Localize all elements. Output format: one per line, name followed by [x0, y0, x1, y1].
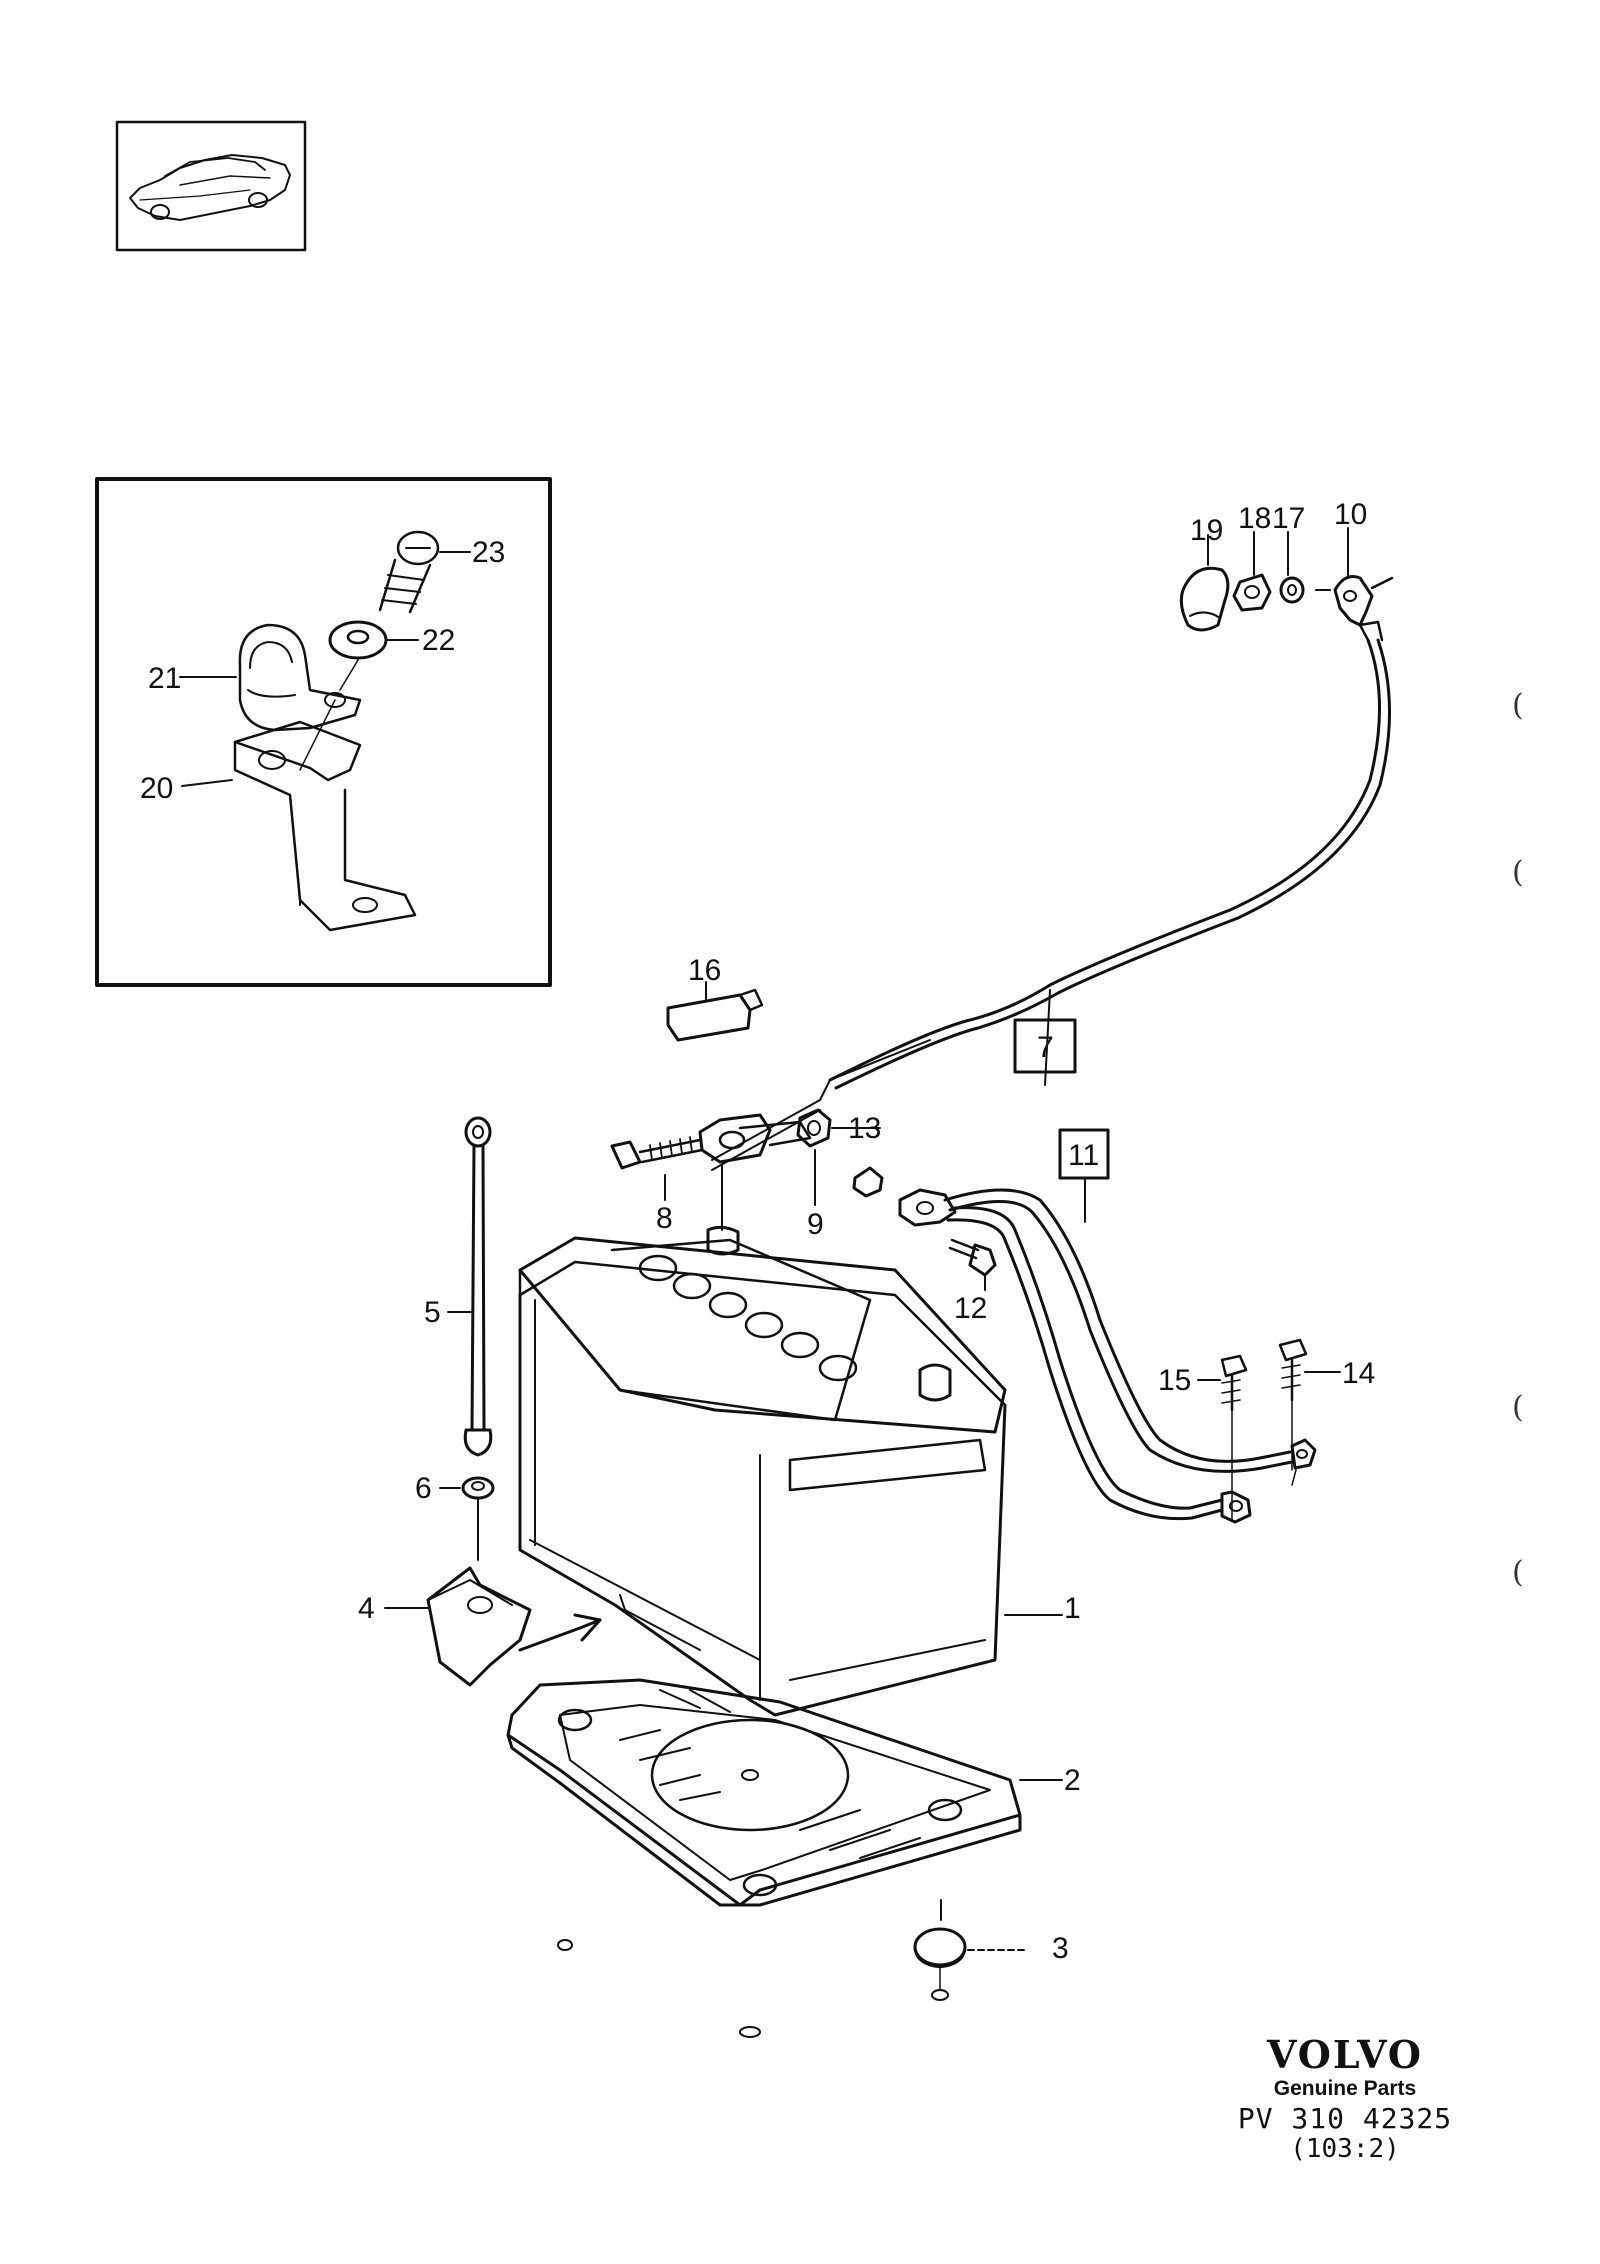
callout-9: 9	[807, 1208, 824, 1241]
callout-23: 23	[472, 536, 505, 569]
margin-mark: (	[1512, 688, 1524, 723]
callout-4: 4	[358, 1592, 375, 1625]
callout-6: 6	[415, 1472, 432, 1505]
margin-mark: (	[1512, 1555, 1524, 1590]
margin-mark: (	[1512, 1390, 1524, 1425]
callout-21: 21	[148, 662, 181, 695]
callout-17: 17	[1272, 502, 1305, 535]
callout-19: 19	[1190, 514, 1223, 547]
terminal-parts-top	[1179, 527, 1394, 632]
callout-2: 2	[1064, 1764, 1081, 1797]
callout-14: 14	[1342, 1357, 1375, 1390]
car-thumbnail-icon	[115, 120, 307, 252]
plug-3	[557, 1927, 1029, 2038]
callout-18: 18	[1238, 502, 1271, 535]
terminal-clamp	[610, 1108, 881, 1231]
battery-tray-2	[506, 1678, 1063, 1921]
volvo-footer: VOLVO Genuine Parts PV 310 42325 (103:2)	[1200, 2032, 1490, 2164]
callout-12: 12	[954, 1292, 987, 1325]
callout-16: 16	[688, 954, 721, 987]
clamp-bracket-4	[384, 1566, 602, 1687]
footer-subtitle: Genuine Parts	[1273, 2077, 1417, 2100]
callout-3: 3	[1052, 1932, 1069, 1965]
battery-1	[518, 1225, 1063, 1717]
margin-mark: (	[1512, 855, 1524, 890]
diagram-code: PV 310 42325	[1237, 2102, 1453, 2135]
inset-detail-box	[95, 477, 552, 987]
callout-20: 20	[140, 772, 173, 805]
callout-11: 11	[1068, 1139, 1099, 1172]
terminal-cover-16	[666, 981, 764, 1042]
brand-logo: VOLVO	[1266, 2032, 1424, 2077]
callout-13: 13	[848, 1112, 881, 1145]
callout-7: 7	[1037, 1031, 1054, 1064]
callout-10: 10	[1334, 498, 1367, 531]
hold-down-rod	[439, 1116, 495, 1561]
cable-7	[711, 620, 1392, 1171]
callout-5: 5	[424, 1296, 441, 1329]
callout-8: 8	[656, 1202, 673, 1235]
callout-1: 1	[1064, 1592, 1081, 1625]
callout-labels: 1 2 3 4 5 6 7 8 9 10 11 12 13 14 15 16 1…	[140, 498, 1375, 1965]
cable-11	[852, 1128, 1341, 1524]
callout-22: 22	[422, 624, 455, 657]
callout-15: 15	[1158, 1364, 1191, 1397]
diagram-subcode: (103:2)	[1290, 2134, 1400, 2164]
